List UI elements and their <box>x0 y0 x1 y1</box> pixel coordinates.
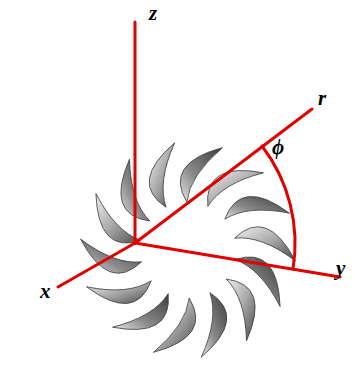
r-axis <box>135 109 312 243</box>
axis-label: r <box>318 88 326 109</box>
runner-blade <box>201 293 227 358</box>
runner-blade <box>235 227 296 261</box>
axis-label: x <box>40 281 51 302</box>
x-axis <box>58 243 135 287</box>
angle-arc <box>262 146 295 269</box>
axis-label: z <box>149 3 157 24</box>
blade-ring <box>81 143 296 357</box>
y-axis <box>135 243 340 277</box>
z-axis <box>134 22 137 243</box>
runner-blade <box>226 279 255 341</box>
runner-blade <box>113 294 169 330</box>
runner-blade <box>225 196 290 219</box>
coordinate-axes <box>58 22 340 287</box>
axis-label: ϕ <box>272 137 284 158</box>
axis-label: y <box>336 258 345 279</box>
runner-blade <box>87 281 152 304</box>
runner-blade <box>149 143 175 208</box>
